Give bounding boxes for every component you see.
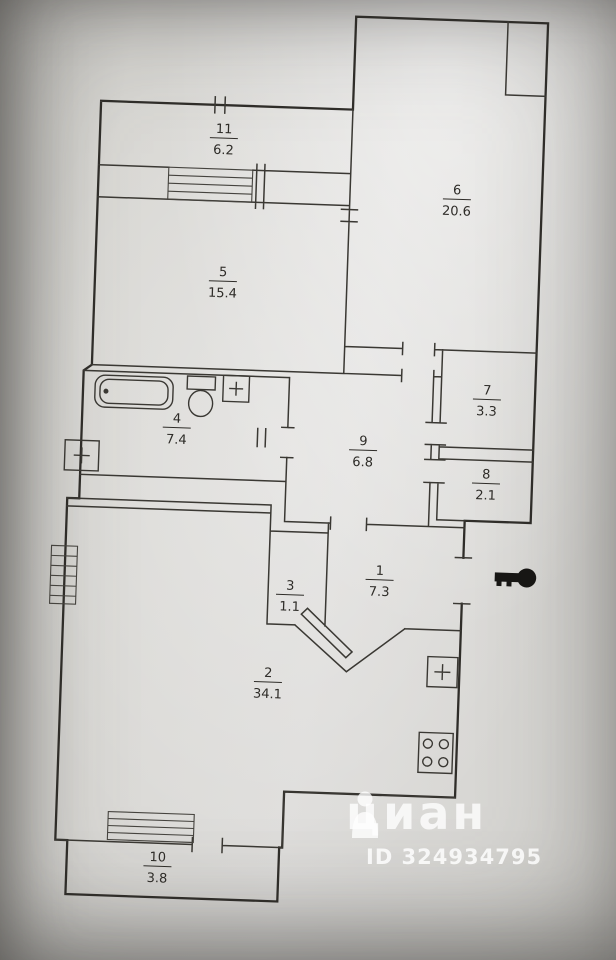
room-10-area: 3.8 (146, 871, 167, 887)
stove-burners-icon (417, 731, 454, 775)
room-3-number: 3 (286, 579, 295, 594)
room-4-area: 7.4 (166, 432, 187, 448)
room-2-area: 34.1 (253, 686, 282, 702)
kitchen-sink-cross-icon (426, 655, 459, 689)
room-10-number: 10 (149, 850, 166, 866)
room-9-area: 6.8 (352, 455, 373, 471)
room-8-number: 8 (482, 467, 491, 482)
room-6-area: 20.6 (442, 204, 471, 220)
room-1-area: 7.3 (369, 584, 390, 600)
outer-walls (54, 15, 550, 903)
bathtub-icon (94, 374, 174, 410)
room-7-area: 3.3 (476, 404, 497, 420)
room-5-number: 5 (219, 265, 228, 280)
radiator-hatch-bottom (106, 810, 195, 844)
room-label-3: 3 1.1 (275, 579, 304, 615)
room-4-number: 4 (173, 412, 182, 427)
room-7-number: 7 (483, 383, 492, 398)
room-11-area: 6.2 (213, 143, 234, 159)
room-5-area: 15.4 (208, 286, 237, 302)
toilet-icon (186, 375, 217, 418)
room-2-number: 2 (264, 666, 273, 681)
floorplan-plan: 11 6.2 6 20.6 5 15.4 7 3.3 (48, 15, 550, 903)
door-key-icon (494, 568, 537, 588)
room-label-6: 6 20.6 (442, 183, 471, 220)
interior-walls (54, 21, 547, 854)
washbasin-cross-icon (63, 439, 100, 472)
room-11-number: 11 (216, 122, 233, 138)
room-label-11: 11 6.2 (209, 122, 238, 159)
room-3-area: 1.1 (279, 599, 300, 615)
room-6-number: 6 (453, 183, 462, 198)
vent-hatch-top (167, 166, 254, 203)
room-label-4: 4 7.4 (162, 412, 191, 448)
room-labels: 11 6.2 6 20.6 5 15.4 7 3.3 (143, 122, 501, 887)
room-label-7: 7 3.3 (472, 383, 501, 420)
room-label-2: 2 34.1 (253, 666, 282, 703)
room-9-number: 9 (359, 434, 368, 449)
room-label-9: 9 6.8 (349, 434, 378, 471)
room-1-number: 1 (375, 564, 384, 579)
room-label-5: 5 15.4 (208, 265, 237, 302)
room-label-1: 1 7.3 (365, 564, 394, 600)
room-8-area: 2.1 (475, 488, 496, 504)
room-label-10: 10 3.8 (143, 850, 172, 887)
room-label-8: 8 2.1 (471, 467, 501, 504)
sink-cross-icon (221, 374, 251, 403)
radiator-hatch-left (48, 544, 79, 605)
